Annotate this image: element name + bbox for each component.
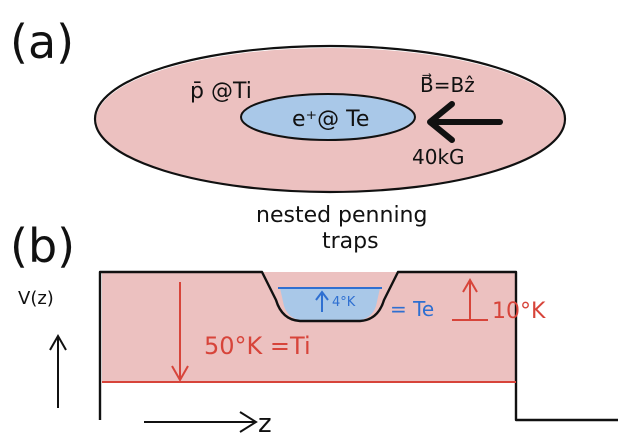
positron-depth-label: 4°K — [332, 295, 356, 310]
antiproton-plasma-outline — [93, 44, 567, 194]
well-depth-label: 10°K — [492, 299, 546, 324]
magnetic-field-arrow-icon — [427, 101, 503, 143]
well-depth-arrow-icon — [452, 278, 488, 321]
magnetic-field-label: B⃗=Bẑ — [420, 72, 475, 97]
positron-plasma-region — [242, 95, 414, 139]
positron-temperature-label: e⁺@ Te — [292, 107, 369, 132]
positron-temperature-eq: = Te — [390, 297, 434, 321]
x-axis-arrow-icon — [144, 411, 258, 433]
caption-line-1: nested penning — [256, 203, 427, 228]
potential-curve — [98, 270, 618, 422]
panel-b-label: (b) — [10, 219, 75, 273]
antiproton-depth-arrow-icon — [171, 282, 189, 383]
y-axis-arrow-icon — [49, 333, 67, 408]
positron-depth-arrow-icon — [315, 290, 329, 312]
positron-well-fill — [280, 288, 380, 320]
y-axis-label: V(z) — [18, 288, 54, 309]
field-strength-label: 40kG — [412, 145, 465, 169]
positron-plasma-outline — [240, 93, 416, 141]
caption-line-2: traps — [322, 229, 379, 254]
antiproton-temperature-label: p̄ @Ti — [190, 79, 252, 104]
antiproton-temperature-eq: 50°K =Ti — [204, 332, 311, 360]
panel-a-label: (a) — [10, 15, 74, 69]
x-axis-label: z — [258, 409, 272, 439]
